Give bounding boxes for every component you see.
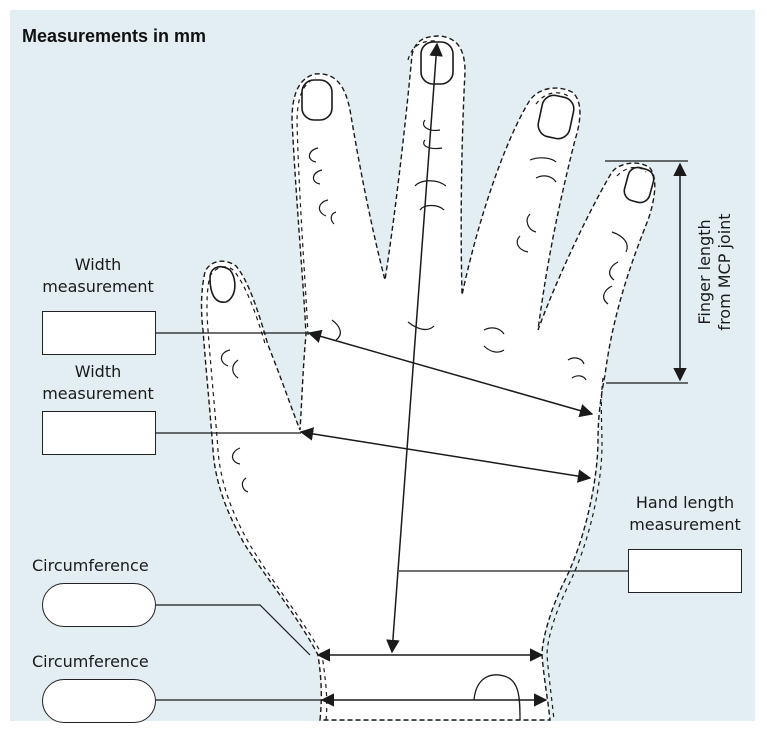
finger-length-label-line1: Finger length (695, 219, 714, 324)
width-input-lower[interactable] (42, 411, 156, 455)
hand-length-input[interactable] (628, 549, 742, 593)
hand-length-label-line1: Hand length (618, 492, 752, 514)
page-title: Measurements in mm (22, 26, 206, 47)
width-input-upper[interactable] (42, 311, 156, 355)
hand-length-label-line2: measurement (618, 514, 752, 536)
width-label-lower-line1: Width (32, 361, 164, 383)
width-label-upper-line1: Width (32, 254, 164, 276)
width-label-lower: Width measurement (32, 361, 164, 404)
finger-length-label-text-2: from MCP joint (715, 213, 734, 330)
width-label-upper-line2: measurement (32, 276, 164, 298)
circumference-input-upper[interactable] (42, 583, 156, 627)
width-label-upper: Width measurement (32, 254, 164, 297)
circumference-leader-upper (156, 605, 310, 655)
finger-length-label-line2: from MCP joint (715, 213, 734, 330)
hand-length-label: Hand length measurement (618, 492, 752, 535)
finger-length-label-text-1: Finger length (695, 219, 714, 324)
circumference-label-upper: Circumference (32, 555, 149, 577)
width-label-lower-line2: measurement (32, 383, 164, 405)
circumference-label-lower: Circumference (32, 651, 149, 673)
circumference-input-lower[interactable] (42, 679, 156, 723)
hand-outline (202, 36, 655, 720)
